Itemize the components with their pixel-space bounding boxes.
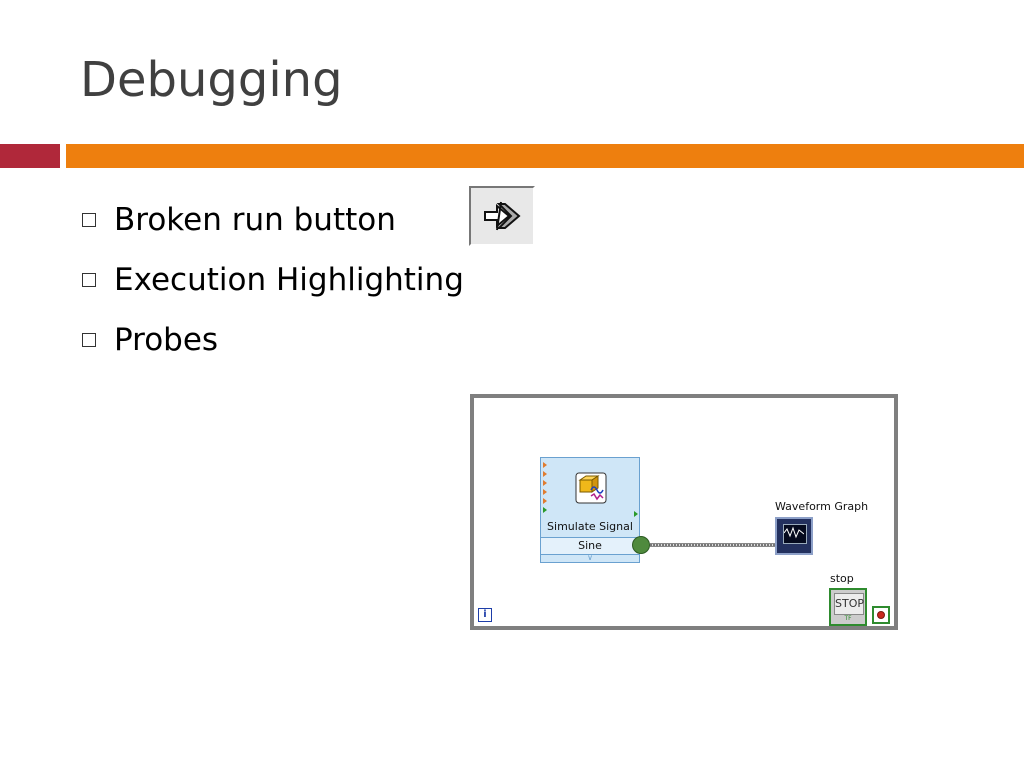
bullet-list: Broken run button Execution Highlighting… — [82, 190, 464, 370]
stop-button-icon[interactable]: STOP TF — [829, 588, 867, 626]
bullet-box-icon — [82, 333, 96, 347]
output-terminal[interactable] — [634, 511, 638, 517]
bullet-item: Probes — [82, 310, 464, 370]
iteration-terminal-icon: i — [478, 608, 492, 622]
bullet-item: Execution Highlighting — [82, 250, 464, 310]
stop-type-label: TF — [844, 615, 852, 622]
stop-value: STOP — [834, 593, 864, 615]
waveform-graph-icon[interactable] — [775, 517, 813, 555]
bullet-box-icon — [82, 213, 96, 227]
slide-title: Debugging — [80, 52, 343, 108]
loop-condition-icon[interactable] — [872, 606, 890, 624]
probe-indicator[interactable] — [632, 536, 650, 554]
accent-bar-orange — [66, 144, 1024, 168]
bullet-box-icon — [82, 273, 96, 287]
bullet-item: Broken run button — [82, 190, 464, 250]
broken-run-arrow-icon — [484, 201, 521, 231]
bullet-text: Execution Highlighting — [114, 262, 464, 298]
signal-type-selector[interactable]: Sine — [541, 537, 639, 555]
bullet-text: Broken run button — [114, 202, 396, 238]
simulate-signal-label: Simulate Signal — [547, 520, 633, 533]
block-diagram: Simulate Signal Sine ∨ Waveform Graph st… — [470, 394, 904, 638]
simulate-signal-node[interactable]: Simulate Signal Sine ∨ — [540, 457, 640, 563]
expand-chevron-icon[interactable]: ∨ — [587, 553, 593, 562]
waveform-wire[interactable] — [650, 543, 776, 547]
stop-label: stop — [830, 572, 854, 585]
broken-run-button[interactable] — [469, 186, 535, 246]
bullet-text: Probes — [114, 322, 219, 358]
accent-bar-red — [0, 144, 60, 168]
simulate-signal-icon — [575, 472, 607, 504]
input-terminals — [543, 462, 547, 516]
graph-trace-icon — [783, 526, 805, 539]
waveform-graph-label: Waveform Graph — [775, 500, 869, 513]
